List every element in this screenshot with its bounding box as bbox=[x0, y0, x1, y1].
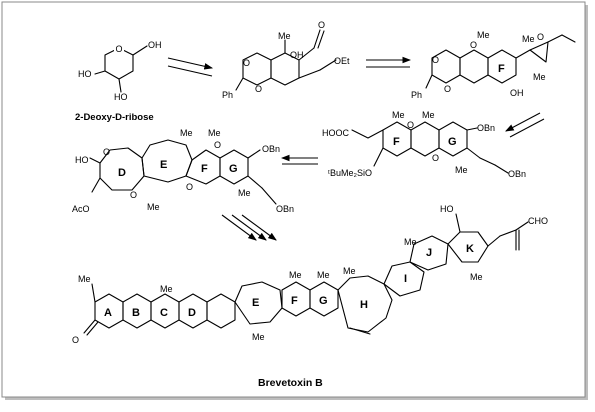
methyl-label: Me bbox=[317, 270, 330, 280]
compound-name: Brevetoxin B bbox=[258, 377, 323, 389]
reaction-arrow bbox=[167, 65, 213, 77]
hydroxyl-label: OH bbox=[510, 88, 524, 98]
benzyloxy-label: OBn bbox=[262, 144, 280, 154]
hydroxyl-label: OH bbox=[290, 50, 304, 60]
methyl-label: Me bbox=[477, 30, 490, 40]
oxygen-label: O bbox=[214, 140, 221, 150]
aldehyde-label: CHO bbox=[528, 216, 548, 226]
oxygen-label: O bbox=[407, 120, 414, 130]
ethoxy-label: OEt bbox=[334, 56, 350, 66]
reaction-arrow bbox=[505, 112, 541, 132]
ring-label-g: G bbox=[448, 136, 457, 148]
methyl-label: Me bbox=[78, 274, 91, 284]
acetoxy-label: AcO bbox=[72, 204, 90, 214]
methyl-label: Me bbox=[455, 165, 468, 175]
compound-intermediate-2: Ph O O O Me Me F OH O Me bbox=[411, 30, 576, 100]
methyl-label: Me bbox=[422, 110, 435, 120]
methyl-label: Me bbox=[343, 266, 356, 276]
reaction-arrow bbox=[221, 214, 257, 241]
methyl-label: Me bbox=[404, 237, 417, 247]
oh-label: OH bbox=[148, 40, 162, 50]
epoxide-oxygen-label: O bbox=[537, 32, 544, 42]
ring-label-f: F bbox=[393, 136, 400, 148]
methyl-label: Me bbox=[278, 31, 291, 41]
benzyloxy-label: OBn bbox=[477, 123, 495, 133]
ring-label-b: B bbox=[132, 307, 140, 319]
ring-label-j: J bbox=[426, 247, 432, 259]
oxygen-label: O bbox=[470, 40, 477, 50]
benzyloxy-label: OBn bbox=[508, 169, 526, 179]
ho-label: HO bbox=[114, 92, 128, 102]
compound-2-deoxy-d-ribose: O OH HO HO 2-Deoxy-D-ribose bbox=[75, 40, 162, 123]
methyl-label: Me bbox=[208, 128, 221, 138]
ring-label-g: G bbox=[319, 295, 328, 307]
compound-intermediate-3: HOOC Me Me O O OBn F G ᵗBuMe₂SiO Me OBn bbox=[322, 110, 526, 179]
ring-label-e: E bbox=[252, 297, 259, 309]
phenyl-label: Ph bbox=[411, 90, 422, 100]
ring-label-d: D bbox=[188, 307, 196, 319]
methyl-label: Me bbox=[392, 110, 405, 120]
ring-oxygen-label: O bbox=[115, 44, 122, 54]
oxygen-label: O bbox=[103, 147, 110, 157]
compound-brevetoxin-b: Me O A B C D E F G H I J K Me Me Me Me M… bbox=[72, 204, 548, 389]
reaction-arrow bbox=[241, 214, 277, 241]
methyl-label: Me bbox=[180, 128, 193, 138]
ring-label-d: D bbox=[118, 167, 126, 179]
frame-border bbox=[1, 1, 586, 398]
phenyl-label: Ph bbox=[222, 90, 233, 100]
oxygen-label: O bbox=[243, 58, 250, 68]
carbonyl-oxygen-label: O bbox=[318, 20, 325, 30]
carboxylic-acid-label: HOOC bbox=[322, 128, 350, 138]
ring-label-f: F bbox=[291, 295, 298, 307]
oxygen-label: O bbox=[186, 182, 193, 192]
ring-label-g: G bbox=[229, 163, 238, 175]
compound-intermediate-4: HO AcO O O O O Me Me Me Me OBn OBn D E F… bbox=[72, 128, 294, 214]
oxygen-label: O bbox=[130, 190, 137, 200]
oxygen-label: O bbox=[432, 55, 439, 65]
methyl-label: Me bbox=[147, 202, 160, 212]
compound-intermediate-1: Ph O O Me OH O OEt bbox=[222, 20, 350, 100]
carbonyl-oxygen-label: O bbox=[72, 335, 79, 345]
reaction-arrow bbox=[509, 118, 545, 138]
hydroxyl-label: HO bbox=[440, 204, 454, 214]
methyl-label: Me bbox=[470, 272, 483, 282]
methyl-label: Me bbox=[238, 188, 251, 198]
ring-label-a: A bbox=[104, 307, 112, 319]
ring-label-e: E bbox=[160, 159, 167, 171]
methyl-label: Me bbox=[533, 72, 546, 82]
ring-label-c: C bbox=[160, 307, 168, 319]
reaction-arrow bbox=[167, 57, 214, 70]
ho-label: HO bbox=[78, 69, 92, 79]
ring-label-f: F bbox=[498, 63, 505, 75]
methyl-label: Me bbox=[160, 284, 173, 294]
hydroxyl-label: HO bbox=[75, 155, 89, 165]
ring-label-i: I bbox=[404, 273, 407, 285]
methyl-label: Me bbox=[522, 34, 535, 44]
compound-name: 2-Deoxy-D-ribose bbox=[75, 112, 154, 123]
methyl-label: Me bbox=[252, 332, 265, 342]
benzyloxy-label: OBn bbox=[276, 204, 294, 214]
silyl-ether-label: ᵗBuMe₂SiO bbox=[328, 168, 372, 178]
oxygen-label: O bbox=[444, 84, 451, 94]
oxygen-label: O bbox=[432, 153, 439, 163]
oxygen-label: O bbox=[255, 84, 262, 94]
methyl-label: Me bbox=[289, 270, 302, 280]
ring-label-k: K bbox=[466, 243, 474, 255]
ring-label-f: F bbox=[201, 163, 208, 175]
ring-label-h: H bbox=[360, 299, 368, 311]
reaction-arrow bbox=[231, 214, 267, 241]
